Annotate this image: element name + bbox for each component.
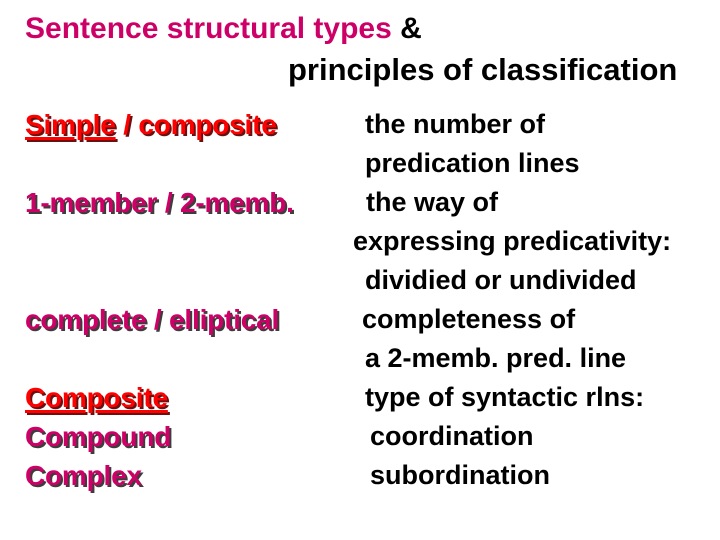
definition-line: expressing predicativity: — [353, 226, 672, 256]
definition-lines: completeness of a 2-memb. pred. line — [340, 300, 710, 378]
definition-lines: subordination — [340, 456, 710, 495]
term-label: Composite — [25, 378, 340, 417]
definition-line: type of syntactic rlns: — [365, 382, 645, 412]
definition-lines: coordination — [340, 417, 710, 456]
definition-line: subordination — [370, 460, 550, 490]
term-part: / composite — [115, 109, 277, 140]
title-ampersand: & — [391, 12, 422, 45]
definition-row: Complex subordination — [25, 456, 710, 495]
term-label: Compound — [25, 417, 340, 456]
term-part-underlined: Simple — [25, 109, 116, 140]
title-highlight-text: Sentence structural types — [25, 12, 392, 45]
definition-row: Composite type of syntactic rlns: — [25, 378, 710, 417]
definition-lines: type of syntactic rlns: — [340, 378, 710, 417]
term-label: 1-member / 2-memb. — [25, 183, 340, 222]
definition-row: complete / elliptical completeness of a 2-… — [25, 300, 710, 378]
definition-row: 1-member / 2-memb. the way of expressing p… — [25, 183, 710, 300]
term-part: Compound — [25, 421, 172, 452]
definition-line: the way of — [366, 187, 499, 217]
title-line1: Sentence structural types & — [25, 8, 710, 49]
definition-list: Simple / composite the number of predicati… — [25, 105, 710, 495]
slide-title: Sentence structural types & principles o… — [25, 8, 710, 90]
term-part: 1-member / 2-memb. — [25, 187, 294, 218]
definition-line: completeness of — [362, 304, 576, 334]
definition-line: coordination — [370, 421, 534, 451]
definition-lines: the way of expressing predicativity: divid… — [340, 183, 710, 300]
term-part-underlined: Composite — [25, 382, 168, 413]
term-part: Complex — [25, 460, 142, 491]
definition-line: the number of — [365, 109, 545, 139]
definition-line: a 2-memb. pred. line — [365, 343, 627, 373]
definition-line: predication lines — [365, 148, 580, 178]
definition-row: Simple / composite the number of predicati… — [25, 105, 710, 183]
title-line2: principles of classification — [288, 52, 678, 87]
term-label: Simple / composite — [25, 105, 340, 144]
term-label: Complex — [25, 456, 340, 495]
term-label: complete / elliptical — [25, 300, 340, 339]
definition-row: Compound coordination — [25, 417, 710, 456]
definition-lines: the number of predication lines — [340, 105, 710, 183]
definition-line: dividied or undivided — [365, 265, 637, 295]
term-part: complete / elliptical — [25, 304, 280, 335]
